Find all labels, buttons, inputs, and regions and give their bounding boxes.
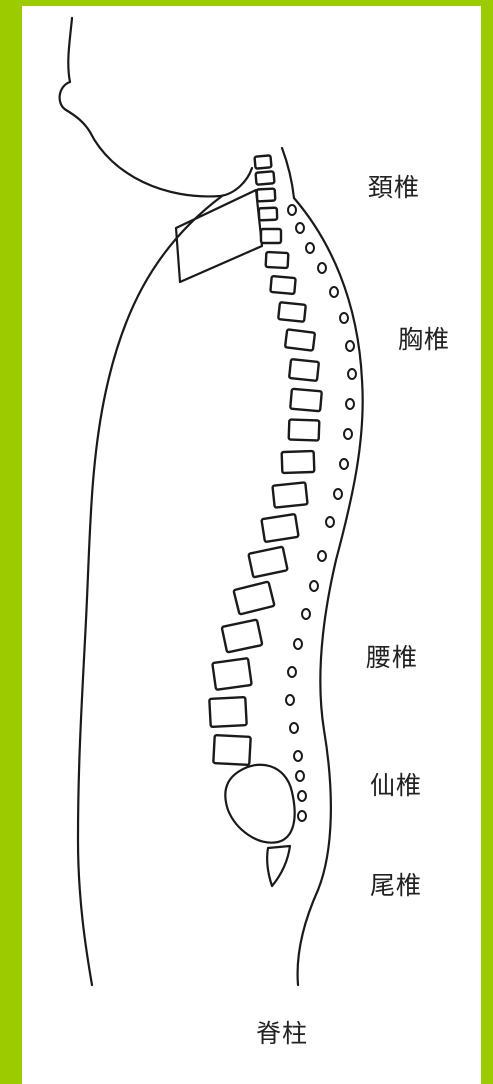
label-sacral-vertebrae: 仙椎 bbox=[370, 766, 422, 802]
vertebral-body bbox=[266, 252, 289, 268]
spinous-process bbox=[298, 791, 306, 801]
label-lumbar-vertebrae: 腰椎 bbox=[366, 638, 418, 674]
vertebral-body bbox=[222, 620, 263, 653]
vertebral-body bbox=[272, 482, 307, 507]
vertebral-body bbox=[213, 735, 250, 765]
spinous-process bbox=[344, 429, 352, 439]
vertebral-body bbox=[278, 302, 306, 322]
spinous-process bbox=[288, 667, 296, 677]
spinous-process bbox=[340, 459, 348, 469]
spinous-process bbox=[298, 811, 306, 821]
vertebral-body bbox=[209, 697, 246, 727]
vertebral-body bbox=[257, 189, 276, 202]
spinous-process bbox=[294, 639, 302, 649]
front-torso-outline bbox=[78, 196, 222, 985]
spinous-process bbox=[334, 489, 342, 499]
vertebral-body bbox=[212, 658, 251, 690]
spinous-process bbox=[294, 751, 302, 761]
label-thoracic-vertebrae: 胸椎 bbox=[398, 320, 450, 356]
vertebral-body bbox=[289, 359, 319, 381]
shoulder-block bbox=[176, 190, 262, 282]
spinous-process bbox=[340, 313, 348, 323]
spinous-process bbox=[290, 723, 298, 733]
sacrum-shape bbox=[225, 765, 294, 843]
spinous-process bbox=[286, 695, 294, 705]
vertebral-body bbox=[285, 329, 315, 350]
vertebral-body bbox=[290, 389, 322, 412]
vertebral-body bbox=[256, 171, 275, 185]
vertebral-body bbox=[255, 155, 272, 168]
spinous-process bbox=[296, 223, 304, 233]
spinous-process bbox=[348, 369, 356, 379]
caption-spine: 脊柱 bbox=[256, 1014, 308, 1050]
spinous-process bbox=[310, 581, 318, 591]
spinous-process bbox=[318, 551, 326, 561]
label-coccyx: 尾椎 bbox=[370, 866, 422, 902]
spinous-process bbox=[346, 399, 354, 409]
vertebral-body bbox=[259, 208, 277, 221]
vertebral-body bbox=[234, 582, 275, 615]
spinous-process bbox=[296, 771, 304, 781]
vertebral-body bbox=[261, 229, 281, 243]
vertebral-body bbox=[289, 419, 320, 440]
spinous-process bbox=[288, 205, 296, 215]
face-profile bbox=[60, 18, 252, 196]
spinous-process bbox=[326, 517, 334, 527]
vertebral-body bbox=[261, 514, 298, 542]
spinous-process bbox=[302, 609, 310, 619]
spinous-process bbox=[318, 263, 326, 273]
label-cervical-vertebrae: 頚椎 bbox=[368, 168, 420, 204]
spinous-process bbox=[306, 243, 314, 253]
spinous-process bbox=[346, 341, 354, 351]
spinous-process bbox=[330, 287, 338, 297]
coccyx-shape bbox=[267, 846, 290, 886]
neck-back-outline bbox=[282, 148, 294, 198]
vertebral-body bbox=[282, 451, 315, 473]
vertebral-body bbox=[270, 276, 295, 294]
vertebral-body bbox=[248, 547, 287, 578]
